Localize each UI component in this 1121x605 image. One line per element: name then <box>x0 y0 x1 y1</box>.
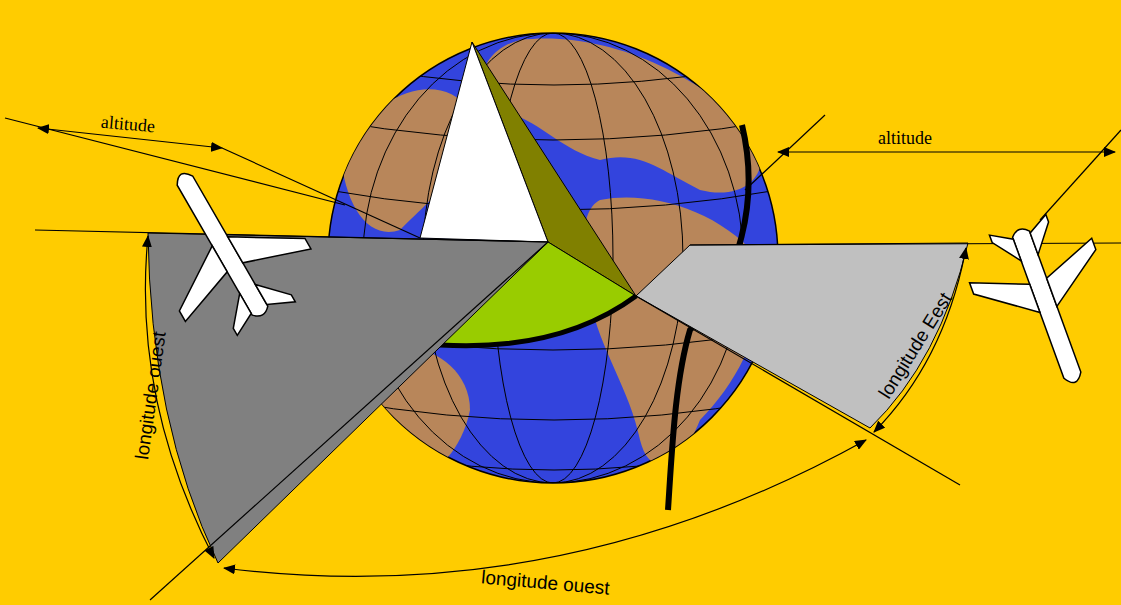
dimension-label: altitude <box>878 129 932 147</box>
dimension-label: altitude <box>100 113 155 136</box>
angle-label: longitude ouest <box>480 567 610 597</box>
airplane <box>121 137 330 355</box>
angle-label: longitude ouest <box>132 330 169 460</box>
airplane <box>957 203 1121 405</box>
